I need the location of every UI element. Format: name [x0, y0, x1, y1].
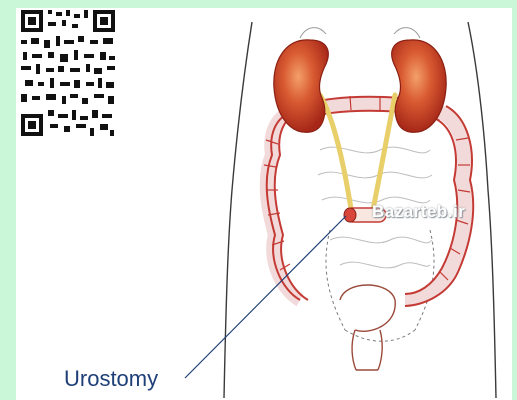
urostomy-pointer-line [185, 216, 346, 378]
adrenal-glands [300, 28, 420, 38]
pelvis-outline [326, 230, 434, 341]
qr-code-icon [19, 8, 117, 138]
rectum [340, 285, 395, 370]
watermark-text: Bazarteb.ir [372, 202, 465, 222]
urostomy-label: Urostomy [64, 366, 158, 392]
